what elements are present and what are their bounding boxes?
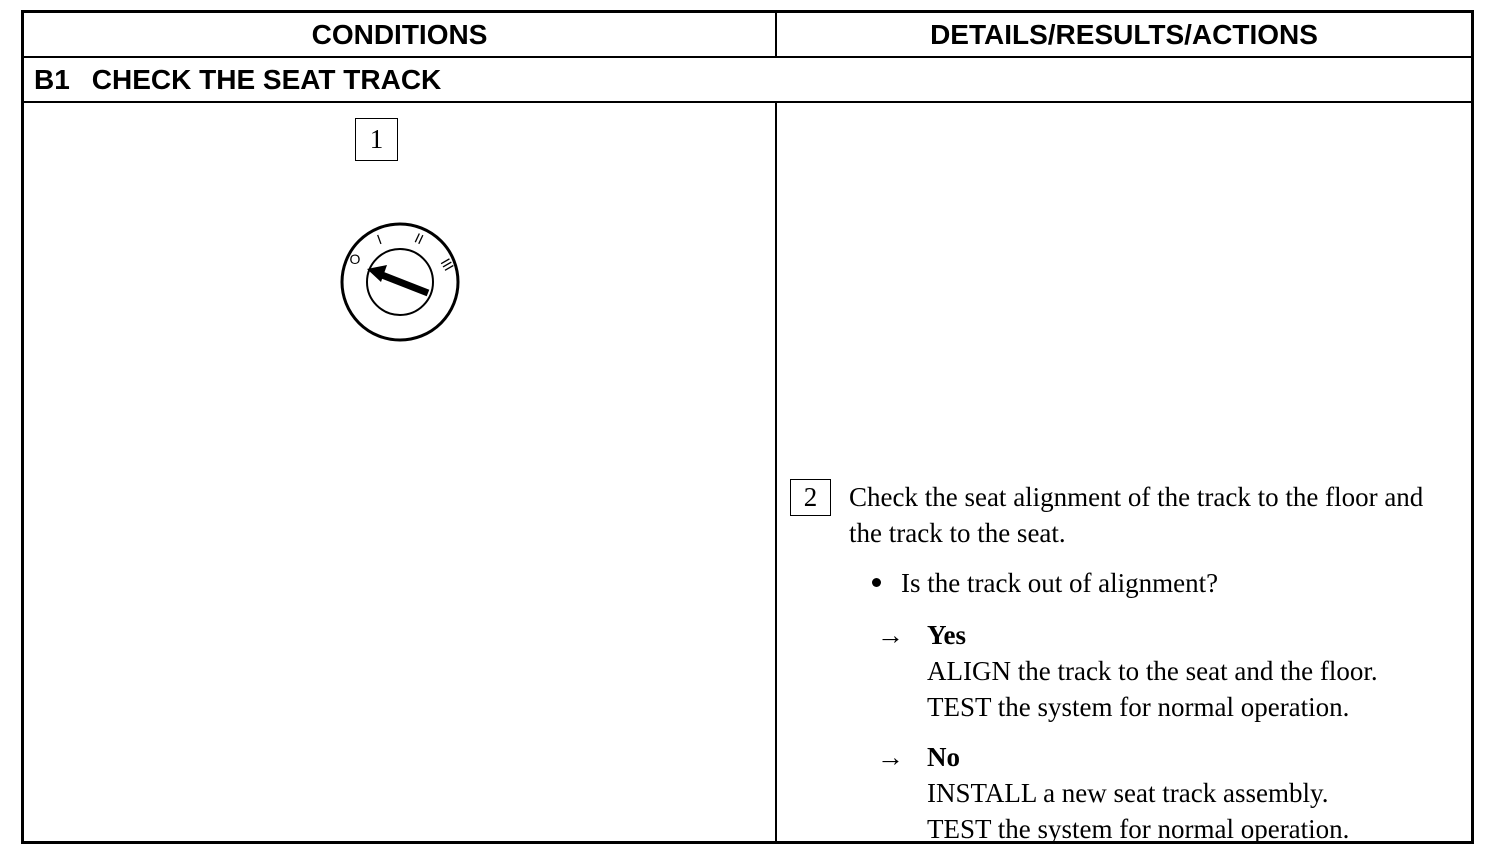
- details-header: DETAILS/RESULTS/ACTIONS: [777, 13, 1471, 58]
- step-title: CHECK THE SEAT TRACK: [91, 63, 442, 95]
- instruction-text: Check the seat alignment of the track to…: [849, 482, 1424, 548]
- yes-action: ALIGN the track to the seat and the floo…: [927, 656, 1378, 686]
- conditions-header: CONDITIONS: [24, 13, 777, 58]
- right-arrow-icon: →: [877, 742, 904, 772]
- step-number-box-1: 1: [355, 118, 398, 161]
- no-label: No: [927, 742, 960, 772]
- no-action: TEST the system for normal operation.: [927, 814, 1350, 844]
- details-cell: 2 Check the seat alignment of the track …: [777, 103, 1471, 844]
- no-branch: → No INSTALL a new seat track assembly. T…: [877, 739, 1457, 847]
- bullet-icon: [872, 578, 881, 588]
- ignition-switch-off-icon: O I II III: [340, 222, 460, 342]
- switch-position-label: I: [375, 231, 384, 247]
- switch-position-label: O: [350, 251, 361, 267]
- question-text: Is the track out of alignment?: [901, 568, 1219, 598]
- switch-position-label: II: [412, 230, 426, 248]
- conditions-cell: 1 O I II III: [24, 103, 777, 841]
- step-number-box-2: 2: [790, 479, 831, 516]
- yes-branch: → Yes ALIGN the track to the seat and the…: [877, 617, 1457, 725]
- step-code: B1: [34, 63, 70, 95]
- switch-pointer-arrow: [367, 265, 430, 297]
- no-action: INSTALL a new seat track assembly.: [927, 778, 1329, 808]
- question-bullet: Is the track out of alignment?: [872, 565, 1218, 601]
- right-arrow-icon: →: [877, 620, 904, 650]
- yes-action: TEST the system for normal operation.: [927, 692, 1350, 722]
- diagnostic-table: CONDITIONS DETAILS/RESULTS/ACTIONS B1 CH…: [21, 10, 1474, 844]
- yes-label: Yes: [927, 620, 966, 650]
- step-title-row: B1 CHECK THE SEAT TRACK: [24, 58, 1471, 103]
